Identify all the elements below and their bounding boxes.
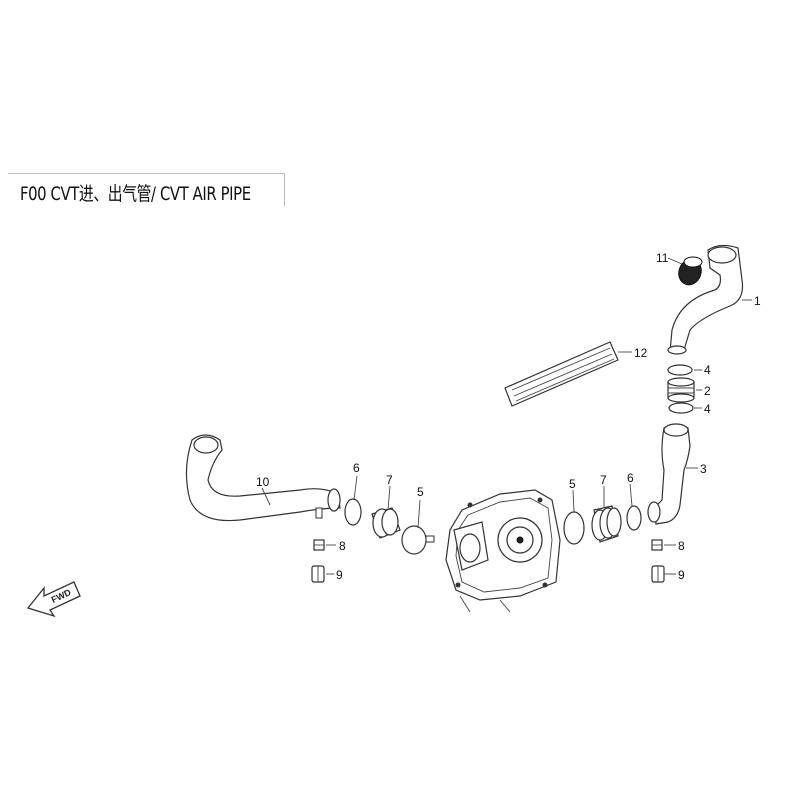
- part-12-sticker: [504, 341, 619, 407]
- callout-9-right: 9: [678, 568, 685, 582]
- part-11-filter-cap: [678, 256, 703, 286]
- callout-5-left: 5: [417, 485, 424, 499]
- leader-lines: [261, 257, 752, 575]
- callout-10: 10: [256, 475, 270, 489]
- part-5-clamp-right: [563, 511, 585, 545]
- callout-3: 3: [700, 462, 707, 476]
- part-5-clamp-left: [401, 525, 427, 555]
- callout-11: 11: [656, 251, 669, 265]
- callout-8-right: 8: [678, 539, 685, 553]
- callout-4-lower: 4: [704, 402, 711, 416]
- part-7-boot-right: [591, 505, 622, 543]
- part-7-boot-left: [371, 507, 401, 539]
- part-1-end: [667, 345, 687, 355]
- callout-5-right: 5: [569, 477, 576, 491]
- part-3-mouth: [663, 423, 689, 437]
- callout-labels: 1 2 3 4 4 5 5 6 6 7 7 8 8 9 9 10 11 12: [256, 251, 761, 582]
- part-9-nut-right: [651, 565, 665, 583]
- part-4-clamp-upper: [667, 364, 693, 376]
- callout-12: 12: [634, 346, 648, 360]
- part-10-end: [327, 488, 341, 512]
- callout-6-right: 6: [627, 471, 634, 485]
- callout-4-upper: 4: [704, 363, 711, 377]
- part-8-bolt-left: [313, 539, 325, 551]
- part-6-ring-left: [344, 498, 362, 526]
- cvt-housing: [445, 489, 561, 613]
- fwd-arrow-icon: FWD: [26, 581, 81, 618]
- callout-6-left: 6: [353, 461, 360, 475]
- callout-1: 1: [754, 294, 761, 308]
- part-9-nut-left: [311, 565, 325, 583]
- part-4-clamp-lower: [668, 402, 694, 414]
- callout-7-right: 7: [600, 473, 607, 487]
- part-8-bolt-right: [651, 539, 663, 551]
- callout-2: 2: [704, 384, 711, 398]
- part-1-mouth: [707, 246, 737, 264]
- part-10-left-pipe: [185, 434, 341, 522]
- callout-8-left: 8: [339, 539, 346, 553]
- page-title: F00 CVT进、出气管/ CVT AIR PIPE: [20, 183, 251, 205]
- part-10-mouth: [193, 436, 219, 454]
- part-10-spigot: [315, 507, 323, 519]
- callout-7-left: 7: [386, 473, 393, 487]
- part-3-end: [647, 501, 661, 523]
- part-2-coupler: [667, 377, 695, 403]
- title-box: F00 CVT进、出气管/ CVT AIR PIPE: [8, 173, 285, 206]
- part-6-ring-right: [626, 505, 642, 531]
- part-1-outlet-pipe: [669, 244, 744, 353]
- callout-9-left: 9: [336, 568, 343, 582]
